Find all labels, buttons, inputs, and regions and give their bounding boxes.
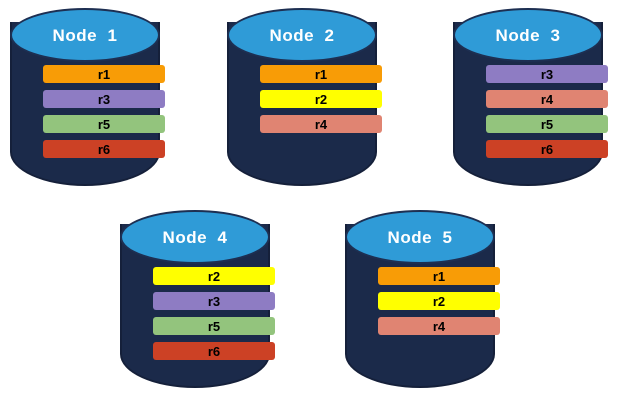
node-title: Node 2 [269,26,335,45]
replica-label: r2 [207,268,221,284]
database-node-4[interactable]: Node 4 r2 r3 r5 r6 [120,210,275,388]
replica-bar-r6[interactable]: r6 [153,342,275,360]
replica-list: r1 r2 r4 [378,267,500,335]
replica-label: r4 [540,91,554,107]
replica-label: r2 [314,91,328,107]
replica-bar-r3[interactable]: r3 [153,292,275,310]
replica-label: r3 [97,91,111,107]
replica-label: r1 [97,66,111,82]
replica-bar-r4[interactable]: r4 [378,317,500,335]
node-cylinder-top: Node 3 [453,8,603,62]
replica-label: r5 [97,116,111,132]
replica-label: r6 [97,141,111,157]
replica-bar-r3[interactable]: r3 [486,65,608,83]
replica-bar-r3[interactable]: r3 [43,90,165,108]
node-cylinder-top: Node 4 [120,210,270,264]
replica-label: r3 [540,66,554,82]
replica-bar-r6[interactable]: r6 [43,140,165,158]
replica-label: r5 [540,116,554,132]
node-title: Node 5 [387,228,453,247]
database-node-1[interactable]: Node 1 r1 r3 r5 r6 [10,8,165,186]
replica-bar-r2[interactable]: r2 [153,267,275,285]
replica-label: r6 [540,141,554,157]
node-title: Node 1 [52,26,118,45]
database-node-2[interactable]: Node 2 r1 r2 r4 [227,8,382,186]
replica-label: r1 [432,268,446,284]
replica-label: r3 [207,293,221,309]
replica-bar-r2[interactable]: r2 [378,292,500,310]
node-title: Node 3 [495,26,561,45]
node-cylinder-top: Node 1 [10,8,160,62]
replica-bar-r5[interactable]: r5 [153,317,275,335]
node-title: Node 4 [162,228,228,247]
replica-label: r6 [207,343,221,359]
replica-bar-r2[interactable]: r2 [260,90,382,108]
database-node-3[interactable]: Node 3 r3 r4 r5 r6 [453,8,608,186]
replica-bar-r5[interactable]: r5 [486,115,608,133]
replica-bar-r1[interactable]: r1 [43,65,165,83]
replica-list: r1 r3 r5 r6 [43,65,165,158]
node-cylinder-top: Node 2 [227,8,377,62]
replica-list: r2 r3 r5 r6 [153,267,275,360]
replica-bar-r1[interactable]: r1 [378,267,500,285]
replica-label: r4 [432,318,446,334]
replica-bar-r5[interactable]: r5 [43,115,165,133]
replica-label: r2 [432,293,446,309]
replica-list: r3 r4 r5 r6 [486,65,608,158]
replica-bar-r4[interactable]: r4 [486,90,608,108]
node-cylinder-top: Node 5 [345,210,495,264]
replica-label: r4 [314,116,328,132]
replica-bar-r4[interactable]: r4 [260,115,382,133]
replica-label: r5 [207,318,221,334]
replica-bar-r6[interactable]: r6 [486,140,608,158]
replica-label: r1 [314,66,328,82]
replica-bar-r1[interactable]: r1 [260,65,382,83]
replica-list: r1 r2 r4 [260,65,382,133]
database-node-5[interactable]: Node 5 r1 r2 r4 [345,210,500,388]
